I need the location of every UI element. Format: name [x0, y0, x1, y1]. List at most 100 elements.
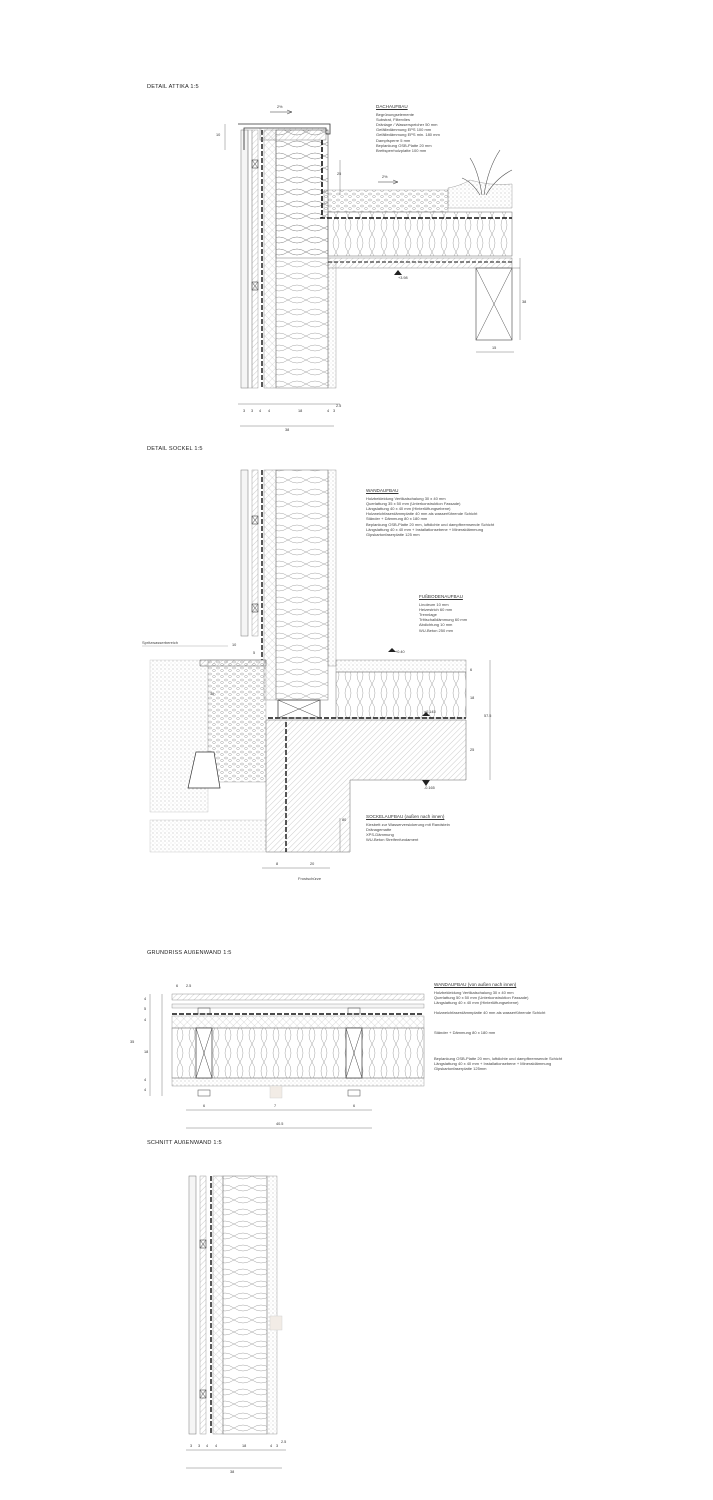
dim-value: 4	[144, 997, 147, 1001]
dim-value: 2.5	[336, 404, 342, 408]
dachaufbau-line: Substrat, Filtervlies	[376, 117, 411, 123]
dim-value: 18	[144, 1050, 149, 1054]
dim-level: -0.165	[424, 786, 435, 790]
wandaufbau-line: Gipskartonfaserplatte 125 mm	[366, 531, 420, 537]
dim-value: 4	[268, 409, 271, 413]
sockelaufbau-line: Kiesbett zur Wasserversickerung mit Rand…	[366, 822, 450, 828]
dim-value: 3	[333, 409, 336, 413]
dim-value: 7	[274, 1104, 277, 1108]
dim-value: 20	[310, 862, 315, 866]
label-wandaufbau-heading: WANDAUFBAU	[366, 488, 399, 493]
dim-value: 4	[206, 1444, 209, 1448]
dim-value: 3	[251, 409, 254, 413]
dim-value: 3	[198, 1444, 201, 1448]
dim-value: 4	[144, 1018, 147, 1022]
title-detail-attika: DETAIL ATTIKA 1:5	[147, 84, 199, 90]
label-spritzwasser: Spritzwasserbereich	[142, 640, 179, 645]
dim-value: 25	[337, 172, 342, 176]
dim-value: 6	[203, 1104, 206, 1108]
label-dachaufbau: DACHAUFBAU Begrünungselemente Substrat, …	[376, 104, 440, 153]
sockelaufbau-line: Dränagematte	[366, 827, 392, 833]
wandaufbau-line: Beplankung OSB-Platte 20 mm, luftdichte …	[366, 521, 495, 527]
dim-value: 30	[210, 692, 215, 696]
dim-value: 15	[492, 346, 497, 350]
grundriss-drawing	[149, 993, 425, 1129]
dim-value: 3	[190, 1444, 193, 1448]
label-dachaufbau-heading: DACHAUFBAU	[376, 104, 408, 109]
dim-total: 57.5	[484, 714, 492, 718]
fussboden-line: Trennlage	[419, 612, 437, 618]
dim-value: 8	[276, 862, 279, 866]
dim-value: 18	[242, 1444, 247, 1448]
dachaufbau-line: Beplankung OSB-Platte 20 mm	[376, 142, 432, 148]
dim-total: 40.5	[276, 1122, 284, 1126]
schnitt-drawing	[186, 1175, 286, 1469]
dim-value: 6	[353, 1104, 356, 1108]
label-fussboden: FUßBODENAUFBAU Linoleum 10 mm Heizestric…	[419, 594, 467, 633]
dim-value: 10	[216, 133, 221, 137]
dim-value: 3	[276, 1444, 279, 1448]
label-frostschutz: Frostschürze	[298, 876, 322, 881]
grundriss-line: Holzweichfaserdämmplatte 40 mm als wasse…	[434, 1010, 546, 1016]
fussboden-line: Heizestrich 60 mm	[419, 607, 453, 613]
dim-value: 3	[243, 409, 246, 413]
label-fussboden-heading: FUßBODENAUFBAU	[419, 594, 463, 599]
dim-value: 25	[470, 748, 475, 752]
dim-value: 38	[522, 300, 527, 304]
fussboden-line: Abdichtung 10 mm	[419, 622, 453, 628]
grundriss-line: Gipskartonfaserplatte 125mm	[434, 1065, 487, 1071]
fussboden-line: Linoleum 10 mm	[419, 602, 449, 608]
title-grundriss: GRUNDRISS AUßENWAND 1:5	[147, 950, 232, 956]
grundriss-line: Ständer + Dämmung 80 x 180 mm	[434, 1030, 496, 1036]
dim-total: 35	[130, 1040, 135, 1044]
fussboden-line: WU-Beton 250 mm	[419, 627, 454, 633]
label-wandaufbau-grundriss-heading: WANDAUFBAU (von außen nach innen)	[434, 982, 517, 987]
dim-value: 6	[176, 984, 179, 988]
grundriss-line: Querlattung 50 x 50 mm (Unterkonstruktio…	[434, 995, 529, 1001]
dachaufbau-line: Dampfsperre 5 mm	[376, 137, 411, 143]
detail-sockel-drawing	[142, 469, 491, 869]
dim-value: 18	[298, 409, 303, 413]
dim-value: 2.5	[281, 1440, 287, 1444]
dim-value: 2.5	[186, 984, 192, 988]
dim-value: 5	[144, 1007, 147, 1011]
title-detail-sockel: DETAIL SOCKEL 1:5	[147, 446, 203, 452]
grundriss-line: Beplankung OSB-Platte 20 mm, luftdichte …	[434, 1055, 563, 1061]
fussboden-line: Trittschalldämmung 60 mm	[419, 617, 468, 623]
dachaufbau-line: Begrünungselemente	[376, 112, 415, 118]
dim-level: +3.98	[398, 276, 408, 280]
wandaufbau-line: Längslattung 40 x 40 mm + Installationse…	[366, 526, 484, 532]
dachaufbau-line: Gefälledämmung EPS min. 180 mm	[376, 132, 440, 138]
wandaufbau-line: Holzweichfaserdämmplatte 40 mm als wasse…	[366, 511, 478, 517]
dim-value: 4	[327, 409, 330, 413]
dim-slope: 2%	[277, 105, 283, 109]
dim-value: 5	[253, 651, 256, 655]
dim-value: 4	[270, 1444, 273, 1448]
dim-value: 4	[144, 1078, 147, 1082]
grundriss-line: Holzbekleidung Vertikalschalung 30 x 40 …	[434, 990, 514, 996]
dachaufbau-line: Brettsperrholzplatte 100 mm	[376, 147, 427, 153]
wandaufbau-line: Längslattung 40 x 40 mm (Hinterlüftungse…	[366, 506, 451, 512]
dim-value: 18	[470, 696, 475, 700]
wandaufbau-line: Ständer + Dämmung 80 x 180 mm	[366, 516, 428, 522]
label-wandaufbau-grundriss: WANDAUFBAU (von außen nach innen) Holzbe…	[434, 982, 562, 1071]
dim-value: 80	[342, 818, 347, 822]
grundriss-line: Längslattung 40 x 40 mm (Hinterlüftungse…	[434, 1000, 519, 1006]
dim-slope: 2%	[382, 175, 388, 179]
dim-value: 10	[232, 643, 237, 647]
sockelaufbau-line: WU-Beton Streifenfundament	[366, 837, 419, 843]
label-sockelaufbau-heading: SOCKELAUFBAU (außen nach innen)	[366, 814, 445, 819]
dim-value: 4	[144, 1088, 147, 1092]
dim-total: 38	[285, 428, 290, 432]
dim-level: ±0.145	[424, 710, 436, 714]
label-sockelaufbau: SOCKELAUFBAU (außen nach innen) Kiesbett…	[366, 814, 450, 842]
dim-value: 4	[215, 1444, 218, 1448]
detail-attika-drawing	[224, 109, 521, 427]
title-schnitt: SCHNITT AUßENWAND 1:5	[147, 1140, 222, 1146]
label-wandaufbau-sockel: WANDAUFBAU Holzbekleidung Vertikalschalu…	[366, 488, 494, 537]
wandaufbau-line: Holzbekleidung Vertikalschalung 30 x 40 …	[366, 496, 446, 502]
sockelaufbau-line: XPS-Dämmung	[366, 832, 394, 838]
dim-value: 4	[259, 409, 262, 413]
